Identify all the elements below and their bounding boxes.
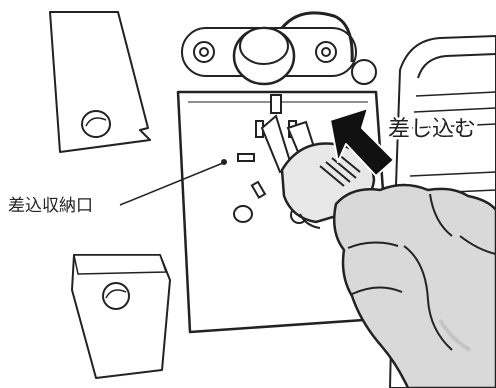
lower-bracket — [72, 255, 170, 378]
outlet-callout-label: 差込収納口 — [8, 196, 93, 216]
insert-callout-label: 差し込む — [388, 117, 476, 142]
top-hinge — [182, 13, 376, 84]
upper-bracket — [50, 12, 150, 152]
hand — [334, 185, 496, 388]
